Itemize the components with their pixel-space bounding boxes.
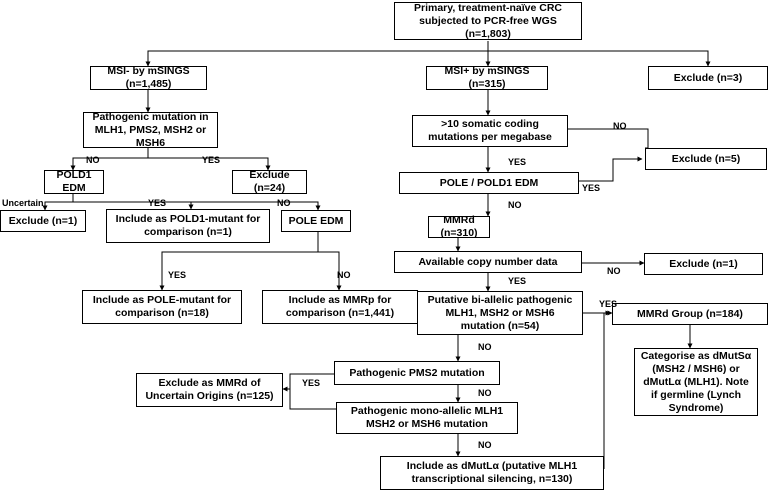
pole-mutant-box: Include as POLE-mutant for comparison (n… bbox=[82, 290, 242, 324]
pms2-box: Pathogenic PMS2 mutation bbox=[334, 361, 500, 385]
exclude-3-box: Exclude (n=3) bbox=[648, 66, 768, 90]
exclude-1a-box: Exclude (n=1) bbox=[0, 210, 86, 232]
exclude-1a-text: Exclude (n=1) bbox=[8, 214, 78, 227]
label-yes-tmb: YES bbox=[508, 157, 527, 167]
label-no-biallelic: NO bbox=[478, 342, 492, 352]
exclude-24-box: Exclude (n=24) bbox=[232, 169, 307, 194]
label-yes-pms2: YES bbox=[302, 378, 321, 388]
mmrd-group-box: MMRd Group (n=184) bbox=[612, 303, 768, 325]
connector-mono-left bbox=[289, 389, 336, 410]
primary-cohort-text: Primary, treatment-naïve CRC subjected t… bbox=[413, 1, 563, 40]
label-no-tmb: NO bbox=[613, 121, 627, 131]
dmutla-text: Include as dMutLα (putative MLH1 transcr… bbox=[406, 460, 578, 485]
uncertain-origins-box: Exclude as MMRd of Uncertain Origins (n=… bbox=[136, 373, 283, 407]
tmb-text: >10 somatic coding mutations per megabas… bbox=[428, 118, 552, 143]
connector-to-mmrp bbox=[318, 251, 342, 291]
exclude-5-text: Exclude (n=5) bbox=[671, 152, 741, 165]
label-no-monoallelic: NO bbox=[478, 440, 492, 450]
connector-to-pold1-mutant bbox=[73, 201, 194, 210]
connector-tmb-no bbox=[568, 128, 649, 149]
pold1-edm-box: POLD1 EDM bbox=[44, 169, 104, 194]
uncertain-origins-text: Exclude as MMRd of Uncertain Origins (n=… bbox=[145, 377, 274, 402]
exclude-1b-box: Exclude (n=1) bbox=[644, 253, 763, 275]
connector-pole-pold1-yes bbox=[579, 156, 643, 182]
tmb-box: >10 somatic coding mutations per megabas… bbox=[412, 115, 568, 147]
pold1-mutant-text: Include as POLD1-mutant for comparison (… bbox=[115, 213, 261, 238]
pms2-text: Pathogenic PMS2 mutation bbox=[349, 366, 485, 379]
mmrd-text: MMRd (n=310) bbox=[440, 214, 478, 239]
msi-negative-box: MSI- by mSINGS (n=1,485) bbox=[90, 65, 207, 90]
label-uncertain: Uncertain bbox=[2, 198, 44, 208]
connector-pole-split bbox=[159, 232, 319, 291]
biallelic-box: Putative bi-allelic pathogenic MLH1, MSH… bbox=[417, 291, 583, 335]
categorise-text: Categorise as dMutSα (MSH2 / MSH6) or dM… bbox=[640, 349, 752, 414]
pold1-mutant-box: Include as POLD1-mutant for comparison (… bbox=[106, 209, 270, 243]
label-no-mmrp: NO bbox=[337, 270, 351, 280]
connector-to-exclude-24 bbox=[148, 157, 271, 171]
categorise-box: Categorise as dMutSα (MSH2 / MSH6) or dM… bbox=[634, 348, 758, 416]
connector-to-exclude-3 bbox=[488, 50, 711, 67]
exclude-3-text: Exclude (n=3) bbox=[673, 71, 743, 84]
pole-edm-box: POLE EDM bbox=[281, 210, 351, 232]
biallelic-text: Putative bi-allelic pathogenic MLH1, MSH… bbox=[427, 293, 573, 332]
pole-pold1-box: POLE / POLD1 EDM bbox=[399, 172, 579, 194]
connector-dmutla-to-mmrd-group bbox=[603, 310, 613, 469]
exclude-5-box: Exclude (n=5) bbox=[645, 148, 767, 170]
label-no-pold1: NO bbox=[86, 155, 100, 165]
mmrd-box: MMRd (n=310) bbox=[428, 214, 490, 239]
label-yes-pole-pold1: YES bbox=[582, 183, 601, 193]
label-no-pole-pold1: NO bbox=[508, 200, 522, 210]
pathogenic-mmr-text: Pathogenic mutation in MLH1, PMS2, MSH2 … bbox=[92, 110, 209, 149]
pold1-edm-text: POLD1 EDM bbox=[56, 169, 92, 194]
label-yes-exclude24: YES bbox=[202, 155, 221, 165]
dmutla-box: Include as dMutLα (putative MLH1 transcr… bbox=[380, 456, 604, 490]
label-no-pms2: NO bbox=[478, 388, 492, 398]
msi-negative-text: MSI- by mSINGS (n=1,485) bbox=[107, 65, 190, 90]
mmrd-group-text: MMRd Group (n=184) bbox=[637, 307, 743, 320]
primary-cohort-box: Primary, treatment-naïve CRC subjected t… bbox=[394, 2, 582, 40]
mmrp-text: Include as MMRp for comparison (n=1,441) bbox=[285, 294, 395, 319]
label-yes-pold1mut: YES bbox=[148, 198, 167, 208]
label-no-copy: NO bbox=[607, 266, 621, 276]
label-no-pole: NO bbox=[277, 198, 291, 208]
pathogenic-mmr-box: Pathogenic mutation in MLH1, PMS2, MSH2 … bbox=[83, 110, 218, 149]
connector-pathogenic-split bbox=[72, 148, 149, 170]
exclude-24-text: Exclude (n=24) bbox=[249, 169, 290, 194]
copy-number-text: Available copy number data bbox=[418, 255, 558, 268]
pole-edm-text: POLE EDM bbox=[288, 214, 344, 227]
connector-pms2-yes bbox=[282, 373, 334, 392]
monoallelic-text: Pathogenic mono-allelic MLH1 MSH2 or MSH… bbox=[350, 405, 504, 430]
exclude-1b-text: Exclude (n=1) bbox=[669, 257, 738, 270]
connector-to-pole-edm bbox=[191, 201, 321, 211]
msi-positive-text: MSI+ by mSINGS (n=315) bbox=[444, 65, 530, 90]
connector-pold1-split bbox=[44, 194, 74, 210]
label-yes-polemut: YES bbox=[168, 270, 187, 280]
mmrp-box: Include as MMRp for comparison (n=1,441) bbox=[262, 290, 418, 324]
pole-mutant-text: Include as POLE-mutant for comparison (n… bbox=[92, 294, 232, 319]
monoallelic-box: Pathogenic mono-allelic MLH1 MSH2 or MSH… bbox=[336, 402, 518, 434]
pole-pold1-text: POLE / POLD1 EDM bbox=[439, 176, 539, 189]
connector-primary-split bbox=[147, 41, 489, 66]
label-yes-biallelic: YES bbox=[599, 299, 618, 309]
msi-positive-box: MSI+ by mSINGS (n=315) bbox=[426, 65, 548, 90]
copy-number-box: Available copy number data bbox=[394, 251, 582, 273]
label-yes-copy: YES bbox=[508, 276, 527, 286]
